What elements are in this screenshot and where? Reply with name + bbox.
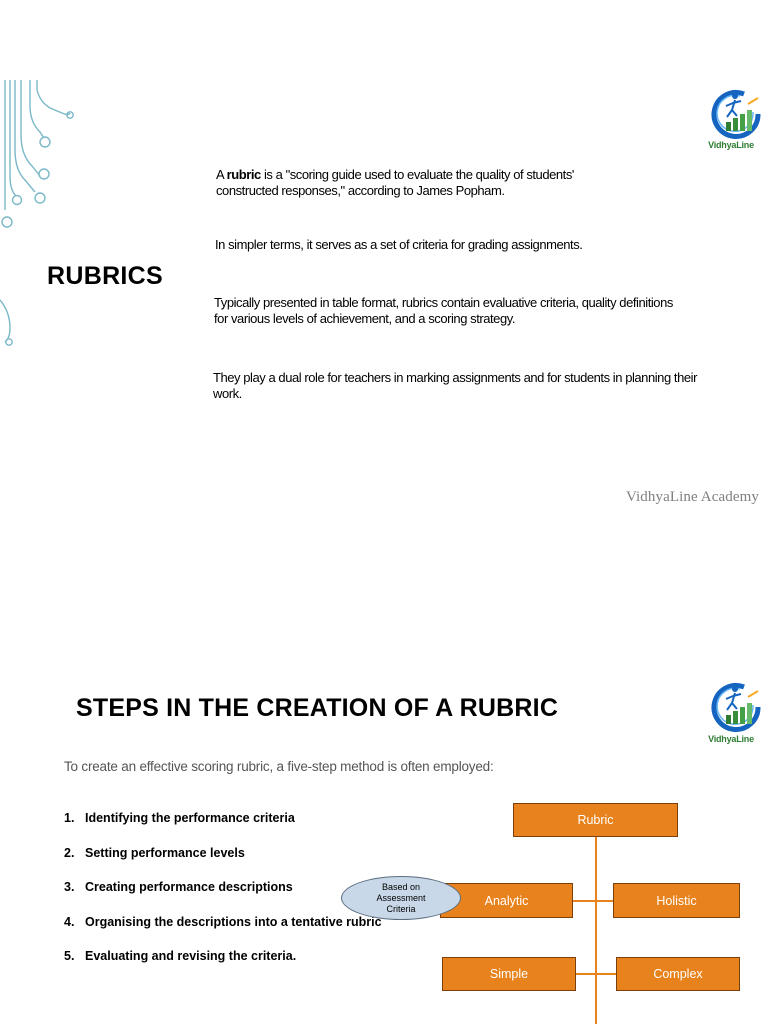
step-number: 4.	[64, 914, 75, 929]
connector-simple-complex	[575, 973, 617, 975]
format-paragraph: Typically presented in table format, rub…	[214, 295, 673, 326]
step-text: Creating performance descriptions	[85, 880, 293, 894]
steps-title: STEPS IN THE CREATION OF A RUBRIC	[76, 694, 559, 722]
logo-caption: VidhyaLine	[708, 140, 754, 150]
list-item: 3. Creating performance descriptions	[64, 880, 382, 915]
assessment-criteria-note: Based on Assessment Criteria	[341, 876, 461, 920]
list-item: 5. Evaluating and revising the criteria.	[64, 949, 382, 984]
definition-paragraph: A rubric is a "scoring guide used to eva…	[216, 167, 596, 199]
definition-lead: A	[216, 167, 227, 182]
logo-caption-2: VidhyaLine	[708, 734, 754, 744]
step-text: Evaluating and revising the criteria.	[85, 949, 297, 963]
rubric-term: rubric	[226, 167, 262, 182]
holistic-box: Holistic	[613, 883, 740, 918]
connector-trunk	[595, 836, 597, 1024]
circuit-decoration	[0, 80, 74, 346]
simple-box: Simple	[442, 957, 576, 991]
rubric-box: Rubric	[513, 803, 678, 837]
note-text: Based on Assessment Criteria	[376, 881, 426, 914]
list-item: 2. Setting performance levels	[64, 846, 382, 881]
step-text: Identifying the performance criteria	[85, 811, 295, 825]
dual-role-paragraph: They play a dual role for teachers in ma…	[213, 370, 697, 401]
step-number: 2.	[64, 845, 75, 860]
steps-intro: To create an effective scoring rubric, a…	[64, 759, 494, 774]
analytic-box: Analytic	[440, 883, 573, 918]
step-number: 1.	[64, 811, 75, 825]
steps-list: 1. Identifying the performance criteria 2…	[64, 811, 382, 984]
list-item: 4. Organising the descriptions into a ten…	[64, 915, 382, 950]
connector-analytic-holistic	[572, 900, 614, 902]
vidhyaline-logo	[711, 90, 761, 139]
rubrics-title: RUBRICS	[47, 262, 163, 290]
simpler-terms-paragraph: In simpler terms, it serves as a set of …	[215, 237, 583, 252]
list-item: 1. Identifying the performance criteria	[64, 811, 382, 846]
vidhyaline-logo-2	[711, 683, 761, 732]
step-text: Organising the descriptions into a tenta…	[85, 914, 382, 929]
academy-watermark: VidhyaLine Academy	[626, 489, 759, 505]
step-text: Setting performance levels	[85, 845, 245, 860]
definition-rest: is a "scoring guide used to evaluate the…	[216, 167, 574, 198]
step-number: 3.	[64, 880, 75, 894]
complex-box: Complex	[616, 957, 740, 991]
step-number: 5.	[64, 949, 75, 963]
